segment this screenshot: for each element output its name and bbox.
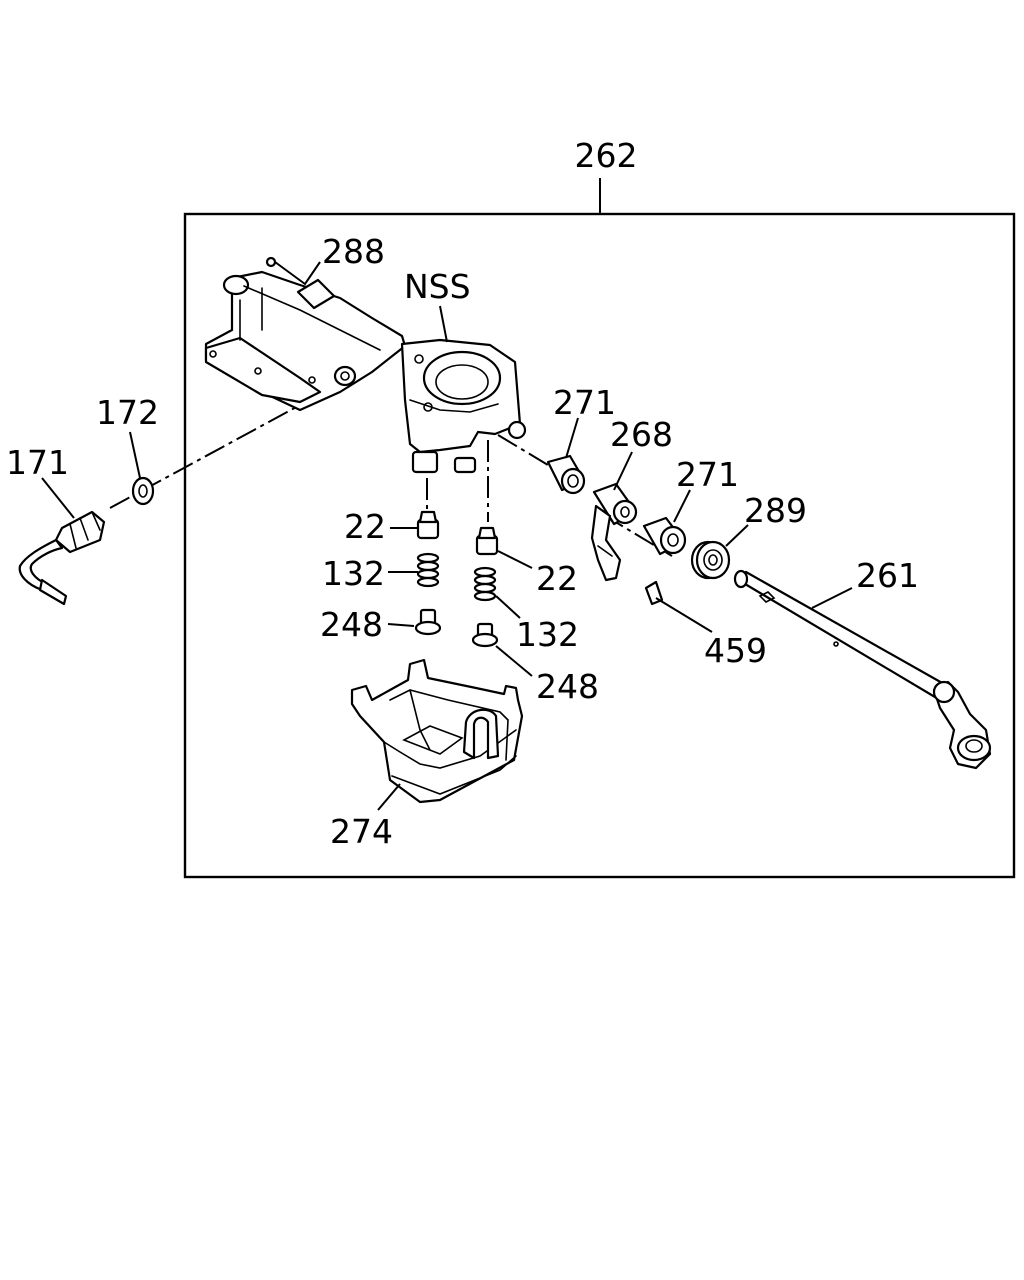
leader-248-right bbox=[495, 645, 533, 677]
label-271-b: 271 bbox=[676, 455, 739, 494]
part-274-cover bbox=[350, 658, 524, 804]
leader-268 bbox=[613, 451, 633, 491]
label-248-right: 248 bbox=[536, 667, 599, 706]
leader-288 bbox=[274, 261, 321, 286]
part-288-ball bbox=[265, 256, 277, 268]
part-248-left-plug bbox=[414, 608, 442, 636]
leader-261 bbox=[811, 587, 853, 609]
label-262: 262 bbox=[575, 136, 638, 175]
part-261-shaft bbox=[733, 569, 992, 770]
part-289-bearing bbox=[690, 540, 731, 580]
label-171: 171 bbox=[6, 443, 69, 482]
leader-nss bbox=[439, 305, 448, 343]
part-22-right-detent bbox=[475, 526, 499, 556]
part-22-left-detent bbox=[416, 510, 440, 540]
part-132-right-spring bbox=[473, 566, 497, 602]
shift-housing bbox=[204, 270, 527, 474]
label-459: 459 bbox=[704, 631, 767, 670]
label-132-left: 132 bbox=[322, 554, 385, 593]
leader-271-a bbox=[565, 417, 579, 459]
label-271-a: 271 bbox=[553, 383, 616, 422]
label-268: 268 bbox=[610, 415, 673, 454]
label-289: 289 bbox=[744, 491, 807, 530]
leader-271-b bbox=[673, 489, 691, 523]
part-132-left-spring bbox=[416, 552, 440, 588]
leader-274 bbox=[377, 783, 401, 811]
label-274: 274 bbox=[330, 812, 393, 851]
label-22-left: 22 bbox=[344, 507, 386, 546]
leader-172 bbox=[129, 431, 141, 479]
label-288: 288 bbox=[322, 232, 385, 271]
part-248-right-plug bbox=[471, 622, 499, 648]
leader-248-left bbox=[387, 623, 415, 627]
part-172-washer bbox=[131, 476, 155, 506]
leader-459 bbox=[655, 597, 713, 633]
part-288-cap bbox=[296, 278, 336, 310]
leader-22-right bbox=[497, 550, 533, 569]
part-271-bushing-b bbox=[642, 516, 687, 556]
label-132-right: 132 bbox=[516, 615, 579, 654]
label-172: 172 bbox=[96, 393, 159, 432]
label-261: 261 bbox=[856, 556, 919, 595]
leader-171 bbox=[41, 477, 75, 519]
part-171-switch bbox=[18, 510, 106, 606]
part-271-bushing-a bbox=[546, 454, 586, 495]
label-nss: NSS bbox=[404, 267, 471, 306]
part-268-lever bbox=[590, 482, 638, 582]
label-22-right: 22 bbox=[536, 559, 578, 598]
label-248-left: 248 bbox=[320, 605, 383, 644]
leader-132-right bbox=[495, 595, 521, 619]
leader-289 bbox=[725, 524, 749, 547]
centerline-shaft bbox=[497, 434, 549, 466]
